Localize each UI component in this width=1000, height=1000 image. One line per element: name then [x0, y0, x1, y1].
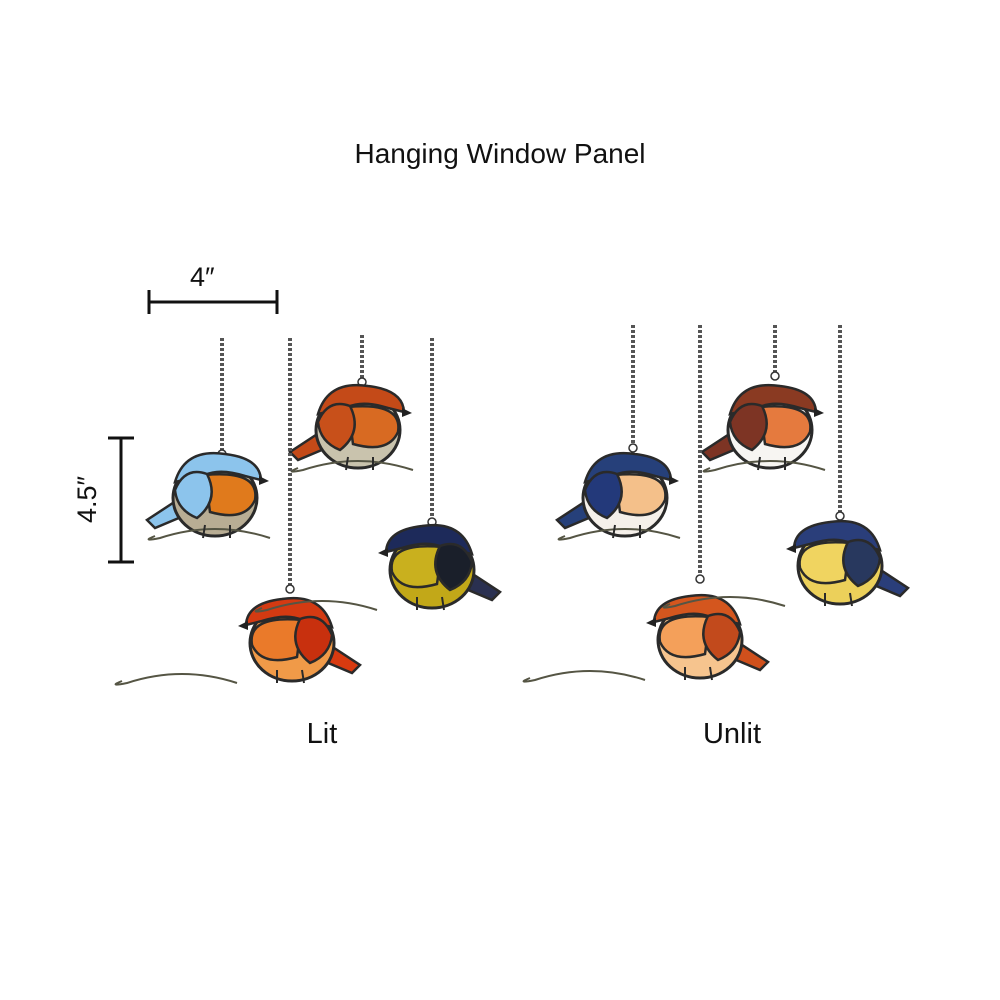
- hanging-ring: [835, 511, 845, 521]
- page-title: Hanging Window Panel: [354, 138, 646, 169]
- unlit-goldfinch: [662, 325, 910, 609]
- breast: [346, 405, 400, 449]
- beak: [238, 621, 248, 630]
- hanging-ring: [628, 443, 638, 453]
- hanging-ring: [770, 371, 780, 381]
- wing: [842, 538, 882, 588]
- beak: [378, 548, 388, 557]
- breast: [203, 473, 257, 517]
- wing: [728, 402, 768, 452]
- wing: [434, 542, 474, 592]
- lit-caption: Lit: [306, 718, 338, 750]
- wing: [294, 615, 334, 665]
- lit-cardinal: [114, 338, 362, 686]
- perch-branch: [702, 460, 826, 473]
- bird-body: [238, 596, 362, 683]
- perch-branch: [254, 600, 378, 613]
- bird-body: [288, 383, 412, 470]
- hanging-ring: [285, 584, 295, 594]
- breast: [798, 541, 852, 585]
- bird-body: [646, 593, 770, 680]
- height-dimension-bar: [108, 436, 134, 564]
- wing: [173, 470, 213, 520]
- bird-body: [555, 451, 679, 538]
- bird-body: [378, 523, 502, 610]
- beak: [402, 408, 412, 417]
- unlit-caption: Unlit: [702, 718, 761, 750]
- breast: [390, 545, 444, 589]
- perch-branch: [114, 673, 238, 686]
- beak: [259, 476, 269, 485]
- lit-goldfinch: [254, 338, 502, 613]
- lit-robin: [288, 335, 414, 473]
- perch-branch: [522, 670, 646, 683]
- unlit-robin: [700, 325, 826, 473]
- breast: [758, 405, 812, 449]
- beak: [646, 618, 656, 627]
- beak: [814, 408, 824, 417]
- breast: [658, 615, 712, 659]
- breast: [250, 618, 304, 662]
- perch-branch: [147, 528, 271, 541]
- bird-body: [145, 451, 269, 538]
- unlit-cardinal: [522, 325, 770, 683]
- wing: [316, 402, 356, 452]
- wing: [702, 612, 742, 662]
- lit-bluebird: [145, 338, 271, 541]
- bird-body: [700, 383, 824, 470]
- perch-branch: [662, 596, 786, 609]
- beak: [669, 476, 679, 485]
- width-dimension-bar: [147, 290, 279, 314]
- bird-body: [786, 519, 910, 606]
- breast: [613, 473, 667, 517]
- perch-branch: [557, 528, 681, 541]
- beak: [786, 544, 796, 553]
- hanging-ring: [695, 574, 705, 584]
- unlit-bluebird: [555, 325, 681, 541]
- wing: [583, 470, 623, 520]
- width-dimension-label: 4″: [190, 262, 215, 292]
